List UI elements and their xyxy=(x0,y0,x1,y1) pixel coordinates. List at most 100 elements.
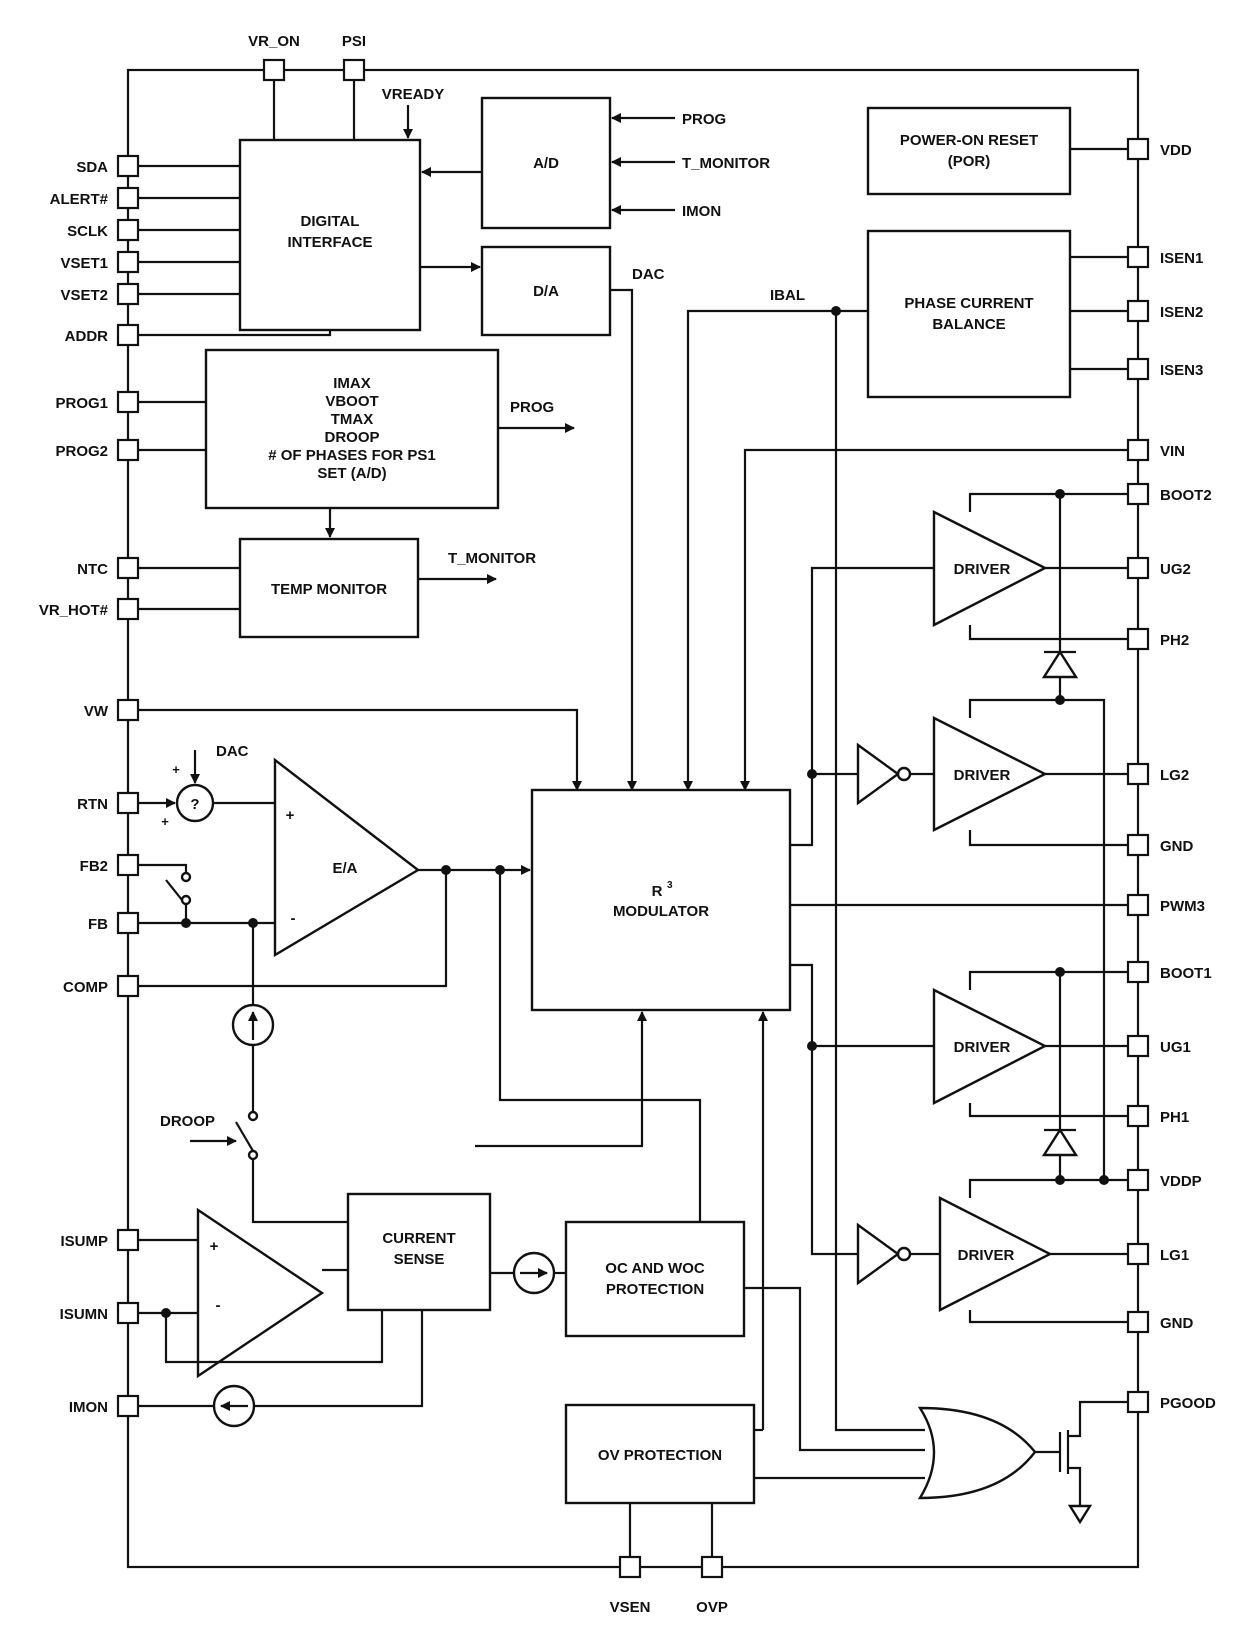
inverter-lg1 xyxy=(856,1222,901,1286)
svg-text:ADDR: ADDR xyxy=(65,328,108,345)
pin-gnd-2: GND xyxy=(1126,1310,1194,1334)
svg-text:DRIVER: DRIVER xyxy=(954,1039,1011,1056)
por-block xyxy=(866,106,1072,196)
pin-ovp: OVP xyxy=(696,1555,728,1616)
prog-in-label: PROG xyxy=(682,111,726,128)
svg-text:PHASE CURRENT: PHASE CURRENT xyxy=(904,295,1033,312)
svg-text:POWER-ON RESET: POWER-ON RESET xyxy=(900,132,1038,149)
svg-text:OC AND WOC: OC AND WOC xyxy=(605,1260,705,1277)
pin-vset1: VSET1 xyxy=(60,250,140,274)
or-gate xyxy=(917,1406,1037,1500)
pin-lg1: LG1 xyxy=(1126,1242,1189,1266)
pin-sclk: SCLK xyxy=(67,218,140,242)
droop-label: DROOP xyxy=(160,1113,215,1130)
svg-text:DRIVER: DRIVER xyxy=(954,767,1011,784)
r3-modulator-block xyxy=(530,788,792,1012)
svg-text:PH1: PH1 xyxy=(1160,1109,1189,1126)
digital-interface-label: INTERFACE xyxy=(287,234,372,251)
dac-summer-label: DAC xyxy=(216,743,249,760)
t-monitor-out-label: T_MONITOR xyxy=(448,550,536,567)
pin-vr-on: VR_ON xyxy=(248,33,300,82)
svg-text:VIN: VIN xyxy=(1160,443,1185,460)
pin-isen3: ISEN3 xyxy=(1126,357,1203,381)
current-sense-block xyxy=(346,1192,492,1312)
pin-addr: ADDR xyxy=(65,323,140,347)
pin-alert: ALERT# xyxy=(50,186,140,210)
pin-vdd: VDD xyxy=(1126,137,1192,161)
svg-text:PGOOD: PGOOD xyxy=(1160,1395,1216,1412)
svg-text:ISEN1: ISEN1 xyxy=(1160,250,1203,267)
svg-text:(POR): (POR) xyxy=(948,153,991,170)
svg-text:SENSE: SENSE xyxy=(394,1251,445,1268)
svg-text:+: + xyxy=(286,807,295,824)
pin-gnd-1: GND xyxy=(1126,833,1194,857)
pin-vw: VW xyxy=(84,698,140,722)
pin-isump: ISUMP xyxy=(60,1228,140,1252)
svg-text:VSET2: VSET2 xyxy=(60,287,108,304)
svg-text:+: + xyxy=(172,762,180,777)
pin-vddp: VDDP xyxy=(1126,1168,1202,1192)
svg-text:ALERT#: ALERT# xyxy=(50,191,109,208)
pin-label: PSI xyxy=(342,33,366,50)
svg-text:BOOT2: BOOT2 xyxy=(1160,487,1212,504)
svg-text:VBOOT: VBOOT xyxy=(325,393,378,410)
svg-text:+: + xyxy=(161,814,169,829)
pin-psi: PSI xyxy=(342,33,366,82)
svg-text:PROG1: PROG1 xyxy=(55,395,108,412)
svg-text:BOOT1: BOOT1 xyxy=(1160,965,1212,982)
sense-amp xyxy=(196,1207,325,1379)
svg-text:VW: VW xyxy=(84,703,109,720)
svg-text:GND: GND xyxy=(1160,838,1194,855)
pin-prog2: PROG2 xyxy=(55,438,140,462)
svg-text:?: ? xyxy=(190,796,199,813)
svg-text:PWM3: PWM3 xyxy=(1160,898,1205,915)
svg-text:TEMP MONITOR: TEMP MONITOR xyxy=(271,581,387,598)
svg-text:ISEN3: ISEN3 xyxy=(1160,362,1203,379)
svg-text:UG2: UG2 xyxy=(1160,561,1191,578)
pin-fb2: FB2 xyxy=(80,853,140,877)
svg-text:ISUMN: ISUMN xyxy=(60,1306,108,1323)
pin-ug2: UG2 xyxy=(1126,556,1191,580)
svg-text:VSET1: VSET1 xyxy=(60,255,108,272)
pin-comp: COMP xyxy=(63,974,140,998)
svg-text:VSEN: VSEN xyxy=(610,1599,651,1616)
svg-text:LG2: LG2 xyxy=(1160,767,1189,784)
pin-ph1: PH1 xyxy=(1126,1104,1189,1128)
imon-in-label: IMON xyxy=(682,203,721,220)
digital-interface-block xyxy=(238,138,422,332)
ov-protection-block xyxy=(564,1403,756,1505)
pin-sda: SDA xyxy=(76,154,140,178)
dac-label: DAC xyxy=(632,266,665,283)
vready-label: VREADY xyxy=(382,86,445,103)
svg-text:DRIVER: DRIVER xyxy=(954,561,1011,578)
svg-text:PH2: PH2 xyxy=(1160,632,1189,649)
svg-text:-: - xyxy=(291,910,296,927)
svg-text:SDA: SDA xyxy=(76,159,108,176)
da-label: D/A xyxy=(533,283,559,300)
pin-boot2: BOOT2 xyxy=(1126,482,1212,506)
pin-lg2: LG2 xyxy=(1126,762,1189,786)
ad-block xyxy=(480,96,612,230)
prog-out-label: PROG xyxy=(510,399,554,416)
inverter-lg2 xyxy=(856,742,901,806)
svg-text:COMP: COMP xyxy=(63,979,108,996)
pin-pgood: PGOOD xyxy=(1126,1390,1216,1414)
svg-text:SET (A/D): SET (A/D) xyxy=(317,465,386,482)
svg-text:DROOP: DROOP xyxy=(324,429,379,446)
svg-text:OV PROTECTION: OV PROTECTION xyxy=(598,1447,722,1464)
pin-vr-hot: VR_HOT# xyxy=(39,597,140,621)
svg-text:MODULATOR: MODULATOR xyxy=(613,903,709,920)
svg-text:VDD: VDD xyxy=(1160,142,1192,159)
prog-block xyxy=(204,348,500,510)
svg-text:PROTECTION: PROTECTION xyxy=(606,1281,704,1298)
pin-prog1: PROG1 xyxy=(55,390,140,414)
svg-text:R: R xyxy=(652,883,663,900)
svg-text:IMAX: IMAX xyxy=(333,375,371,392)
svg-text:GND: GND xyxy=(1160,1315,1194,1332)
pin-isen2: ISEN2 xyxy=(1126,299,1203,323)
pin-vin: VIN xyxy=(1126,438,1185,462)
svg-text:VDDP: VDDP xyxy=(1160,1173,1202,1190)
pin-vsen: VSEN xyxy=(610,1555,651,1616)
digital-interface-label: DIGITAL xyxy=(301,213,360,230)
